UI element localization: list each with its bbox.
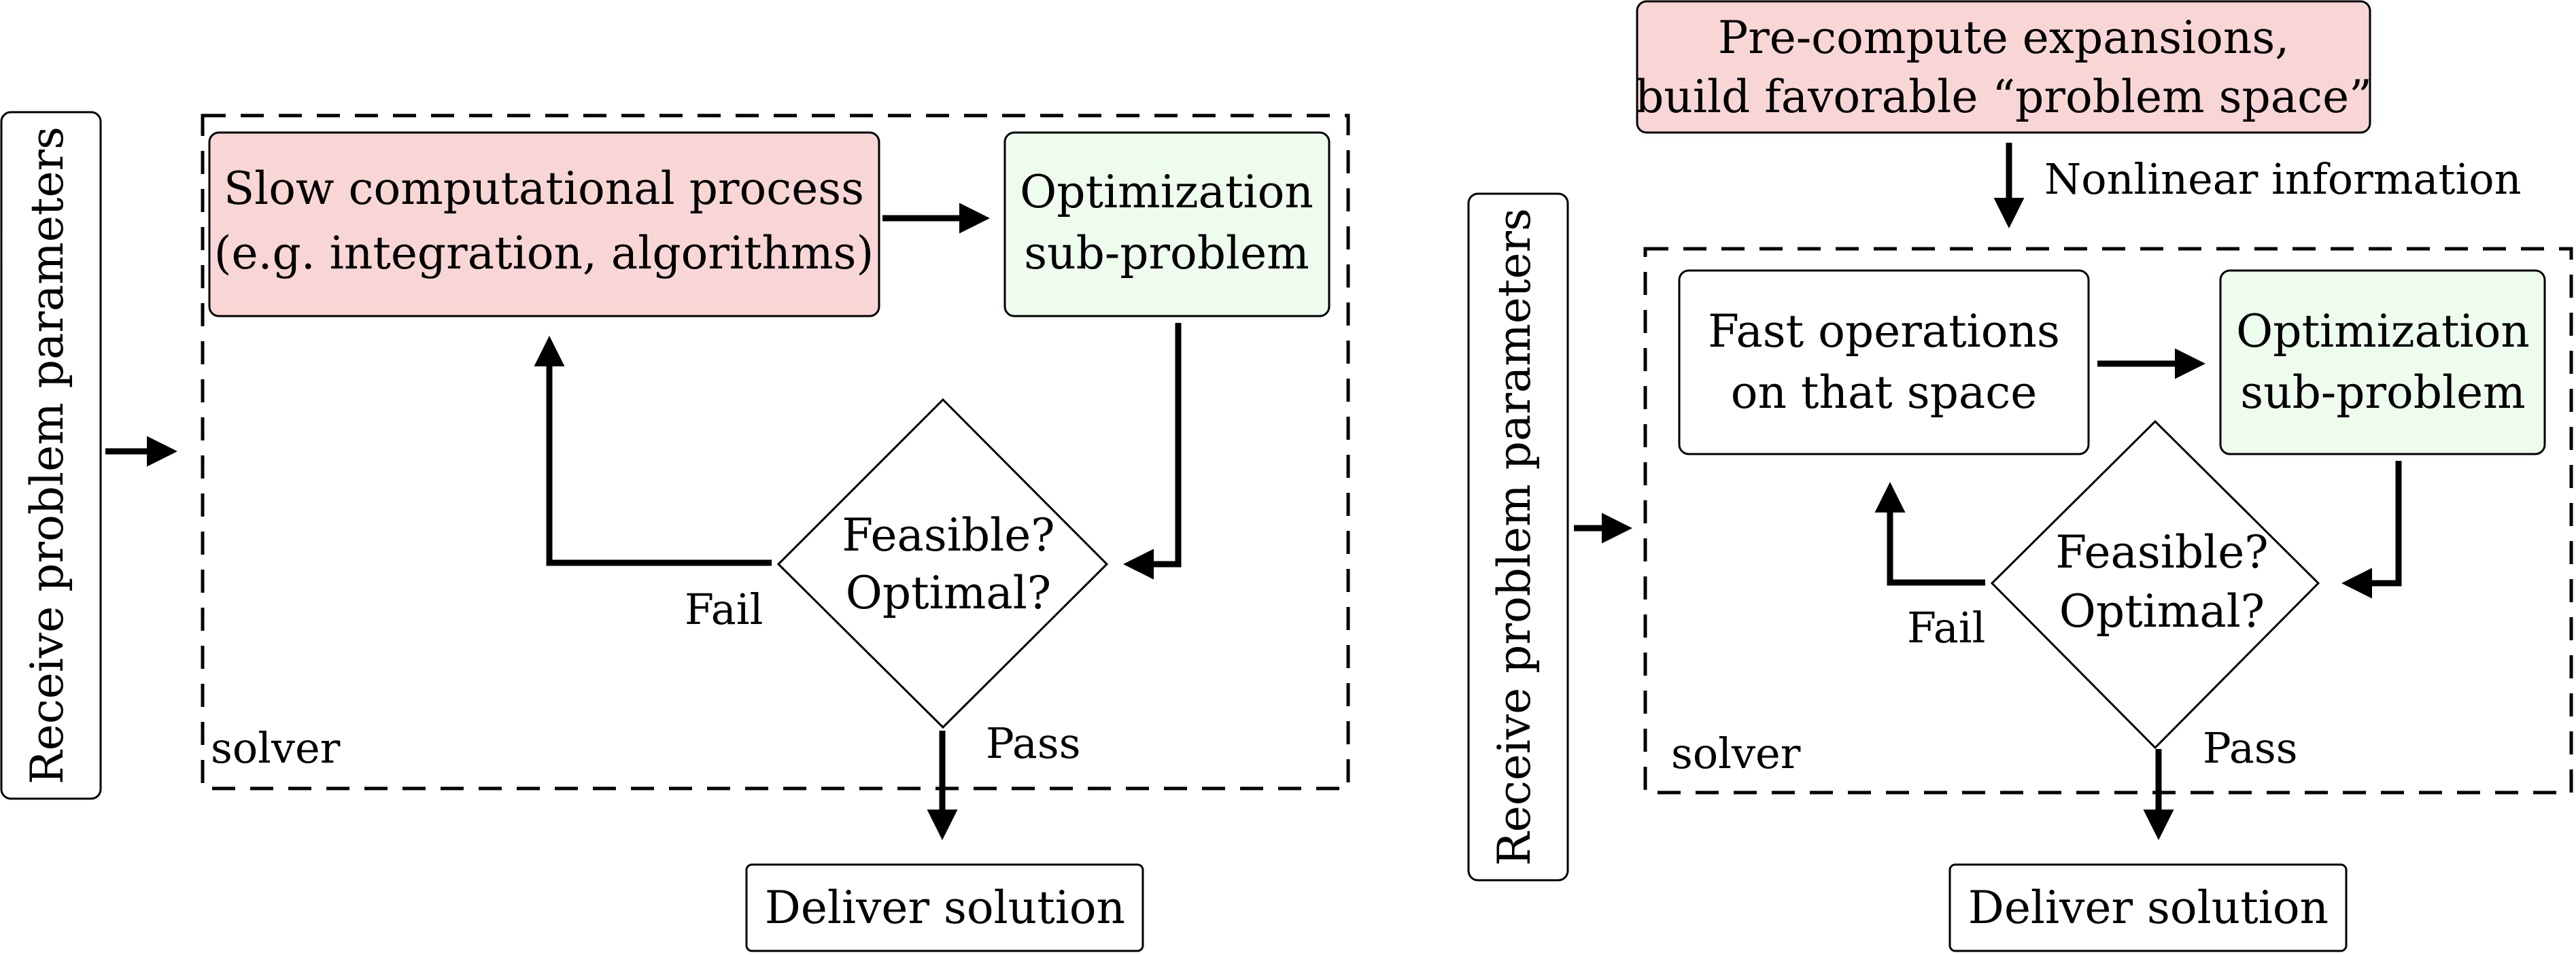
right-fast-operations-box: Fast operations on that space — [1678, 269, 2090, 455]
right-decision-diamond: Feasible? Optimal? — [1990, 419, 2320, 750]
right-nonlinear-label: Nonlinear information — [2044, 154, 2522, 204]
left-check-line2: Optimal? — [846, 567, 1051, 619]
right-fast-line1: Fast operations — [1708, 305, 2060, 358]
left-optimization-box: Optimization sub-problem — [1003, 131, 1330, 317]
left-receive-box: Receive problem parameters — [0, 111, 102, 800]
right-diagram: Pre-compute expansions, build favorable … — [1467, 0, 2573, 952]
left-opt-line1: Optimization — [1020, 166, 1313, 218]
right-check-line1: Feasible? — [2055, 526, 2268, 578]
left-fail-arrow — [534, 336, 772, 566]
left-deliver-label: Deliver solution — [765, 882, 1125, 934]
right-opt-line1: Optimization — [2236, 305, 2530, 358]
left-opt-to-check-arrow — [1123, 323, 1182, 580]
right-opt-line2: sub-problem — [2240, 366, 2525, 419]
left-deliver-box: Deliver solution — [745, 863, 1144, 952]
left-decision-diamond: Feasible? Optimal? — [776, 398, 1109, 729]
left-pass-label: Pass — [986, 718, 1081, 768]
right-deliver-label: Deliver solution — [1968, 882, 2329, 934]
left-fail-label: Fail — [685, 585, 763, 634]
left-receive-label: Receive problem parameters — [21, 126, 73, 784]
left-check-line1: Feasible? — [842, 509, 1054, 561]
right-optimization-box: Optimization sub-problem — [2219, 269, 2546, 455]
right-precompute-line1: Pre-compute expansions, — [1718, 12, 2289, 64]
right-precompute-line2: build favorable “problem space” — [1635, 71, 2372, 123]
left-solver-container: solver — [201, 114, 1350, 791]
right-fail-label: Fail — [1907, 603, 1985, 653]
right-deliver-box: Deliver solution — [1948, 863, 2348, 952]
left-slow-line1: Slow computational process — [224, 162, 864, 215]
right-opt-to-check-arrow — [2341, 461, 2402, 599]
left-slow-line2: (e.g. integration, algorithms) — [214, 227, 874, 279]
right-solver-label: solver — [1671, 729, 1801, 778]
right-pass-label: Pass — [2203, 723, 2298, 773]
left-diagram: Receive problem parameters solver Slow c… — [0, 111, 1350, 952]
left-solver-label: solver — [211, 723, 341, 773]
left-opt-line2: sub-problem — [1024, 227, 1309, 279]
left-slow-process-box: Slow computational process (e.g. integra… — [208, 131, 880, 317]
right-solver-container: solver — [1643, 247, 2573, 795]
right-fast-line2: on that space — [1731, 366, 2038, 419]
right-check-line2: Optimal? — [2059, 585, 2265, 638]
right-receive-label: Receive problem parameters — [1488, 208, 1541, 866]
right-receive-box: Receive problem parameters — [1467, 192, 1569, 882]
right-fail-arrow — [1874, 482, 1985, 586]
right-precompute-box: Pre-compute expansions, build favorable … — [1635, 0, 2372, 134]
